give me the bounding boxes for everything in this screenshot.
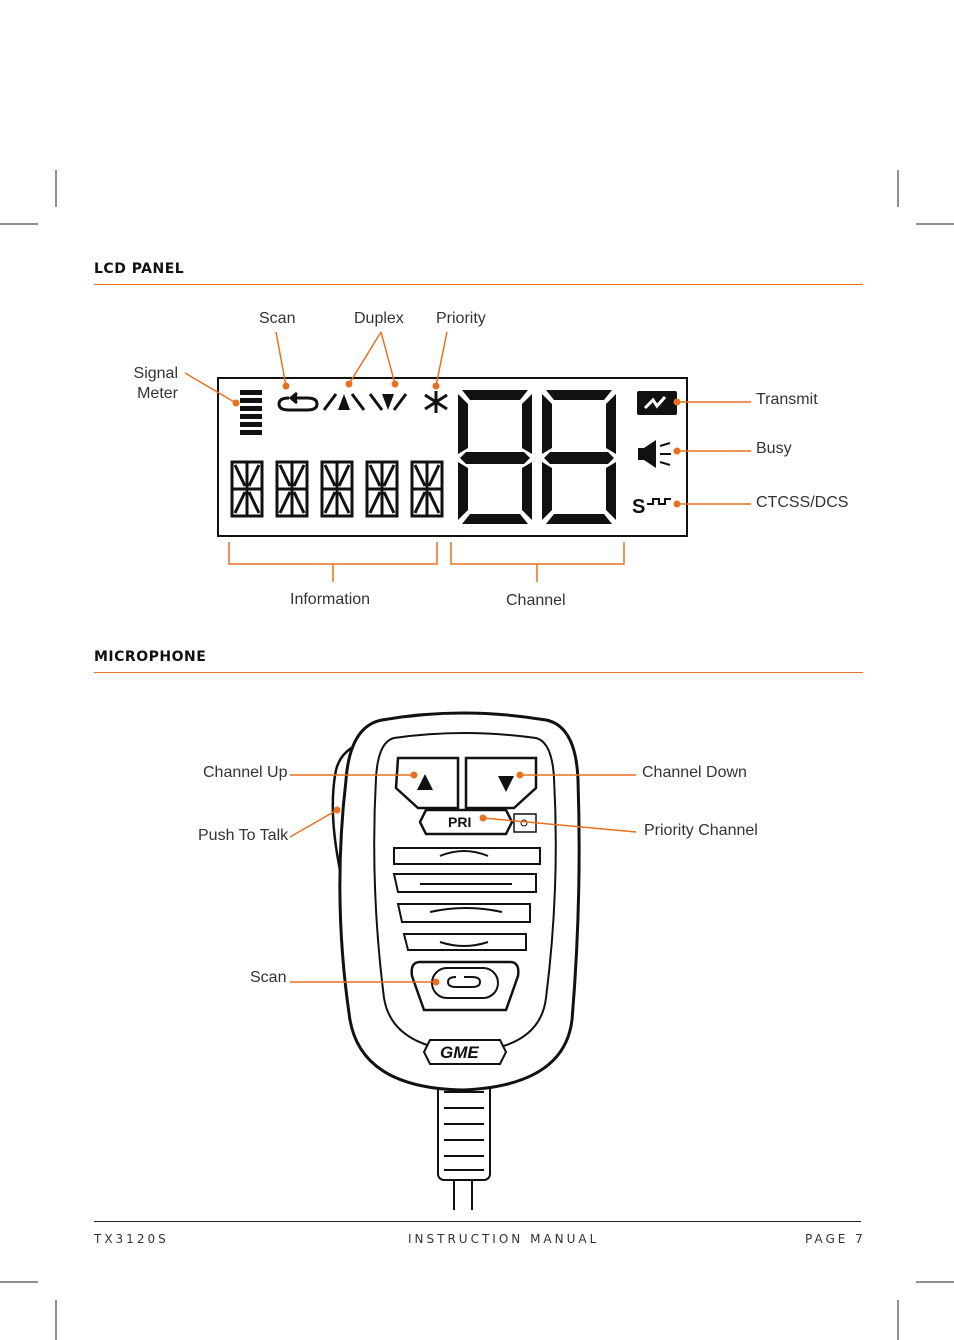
duplex-down-icon bbox=[368, 393, 408, 411]
lcd-callout-dots bbox=[232, 380, 681, 508]
microphone-rule bbox=[94, 672, 863, 673]
lcd-panel-rule bbox=[94, 284, 863, 285]
label-channel-down: Channel Down bbox=[642, 764, 747, 781]
label-priority: Priority bbox=[436, 310, 486, 327]
lcd-panel-diagram: S bbox=[184, 331, 751, 582]
footer-page: PAGE 7 bbox=[805, 1232, 866, 1246]
label-signal-meter: Signal Meter bbox=[133, 365, 178, 402]
ctcss-glyph: S bbox=[632, 496, 645, 518]
channel-down-button bbox=[464, 756, 538, 810]
ctcss-icon: S bbox=[632, 496, 671, 518]
information-segments bbox=[230, 460, 444, 518]
lcd-callout-lines bbox=[184, 331, 751, 582]
duplex-up-icon bbox=[322, 393, 366, 411]
footer-model: TX3120S bbox=[94, 1232, 169, 1246]
pri-button-label: PRI bbox=[448, 814, 471, 830]
label-information: Information bbox=[290, 591, 371, 608]
microphone-title: MICROPHONE bbox=[94, 649, 207, 665]
priority-asterisk-icon bbox=[424, 391, 448, 413]
busy-speaker-icon bbox=[638, 440, 671, 468]
scan-icon bbox=[277, 391, 319, 412]
mic-cable bbox=[437, 1079, 491, 1210]
label-duplex: Duplex bbox=[354, 310, 404, 327]
footer-rule bbox=[94, 1221, 861, 1222]
label-busy: Busy bbox=[756, 440, 792, 457]
mic-callout-lines bbox=[289, 774, 637, 983]
microphone-diagram: PRI GME bbox=[289, 711, 637, 1210]
lcd-panel-title: LCD PANEL bbox=[94, 261, 185, 277]
gme-logo-text: GME bbox=[440, 1043, 479, 1062]
transmit-icon bbox=[637, 391, 677, 415]
segment-char-3 bbox=[320, 460, 354, 518]
label-scan-lcd: Scan bbox=[259, 310, 296, 327]
speaker-grille bbox=[392, 847, 541, 951]
scan-button bbox=[410, 960, 520, 1012]
label-push-to-talk: Push To Talk bbox=[198, 827, 289, 844]
gme-logo: GME bbox=[422, 1039, 508, 1065]
label-ctcss: CTCSS/DCS bbox=[756, 494, 849, 511]
signal-meter-icon bbox=[240, 390, 262, 435]
footer-title: INSTRUCTION MANUAL bbox=[408, 1232, 600, 1246]
lcd-frame bbox=[217, 377, 688, 537]
channel-digits bbox=[458, 390, 616, 524]
label-channel: Channel bbox=[506, 592, 566, 609]
mic-callout-dots bbox=[333, 771, 524, 986]
channel-up-button bbox=[394, 756, 460, 810]
segment-char-5 bbox=[410, 460, 444, 518]
label-channel-up: Channel Up bbox=[203, 764, 288, 781]
label-priority-channel: Priority Channel bbox=[644, 822, 758, 839]
label-transmit: Transmit bbox=[756, 391, 818, 408]
segment-char-2 bbox=[275, 460, 309, 518]
segment-char-1 bbox=[230, 460, 264, 518]
label-scan-mic: Scan bbox=[250, 969, 287, 986]
segment-char-4 bbox=[365, 460, 399, 518]
